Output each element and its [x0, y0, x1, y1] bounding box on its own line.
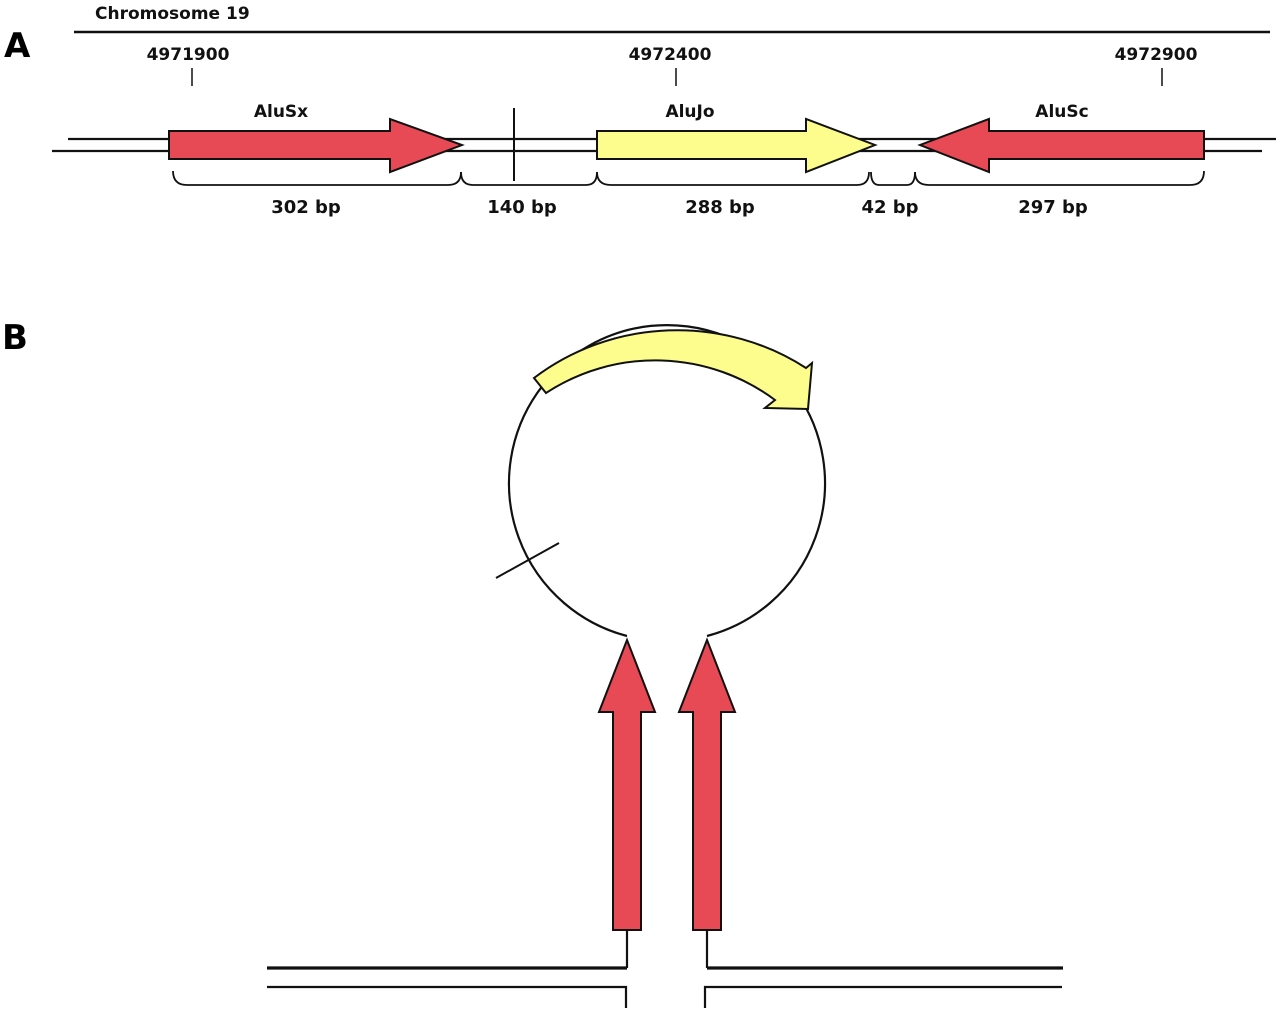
- alusc-stem-arrow: [677, 637, 737, 931]
- span-brace-alusx: [172, 170, 462, 186]
- panel-label-a: A: [4, 26, 31, 66]
- span-label-spacer-2: 42 bp: [861, 197, 918, 218]
- cut-mark-b: [495, 542, 560, 579]
- span-label-alusx: 302 bp: [271, 197, 341, 218]
- chromosome-label: Chromosome 19: [95, 4, 250, 24]
- element-label-alusc: AluSc: [1035, 102, 1088, 122]
- element-label-alujo: AluJo: [665, 102, 714, 122]
- dna-loop: [507, 324, 827, 638]
- alusx-arrow: [168, 117, 465, 174]
- base-strand-bottom-left: [267, 985, 628, 1008]
- span-brace-spacer-2: [870, 171, 916, 186]
- span-brace-alusc: [914, 170, 1205, 186]
- span-brace-spacer-1: [460, 171, 598, 186]
- span-label-alusc: 297 bp: [1018, 197, 1088, 218]
- position-label-1: 4971900: [147, 45, 230, 65]
- element-label-alusx: AluSx: [254, 102, 308, 122]
- alujo-arrow: [596, 117, 878, 174]
- span-label-spacer-1: 140 bp: [487, 197, 557, 218]
- span-brace-alujo: [596, 171, 870, 186]
- alusx-stem-arrow: [597, 637, 657, 931]
- base-strand-bottom-right: [703, 985, 1062, 1008]
- span-label-alujo: 288 bp: [685, 197, 755, 218]
- alujo-curved-arrow: [532, 329, 814, 411]
- panel-label-b: B: [2, 318, 28, 358]
- position-label-2: 4972400: [629, 45, 712, 65]
- position-label-3: 4972900: [1115, 45, 1198, 65]
- alusc-arrow: [917, 117, 1205, 174]
